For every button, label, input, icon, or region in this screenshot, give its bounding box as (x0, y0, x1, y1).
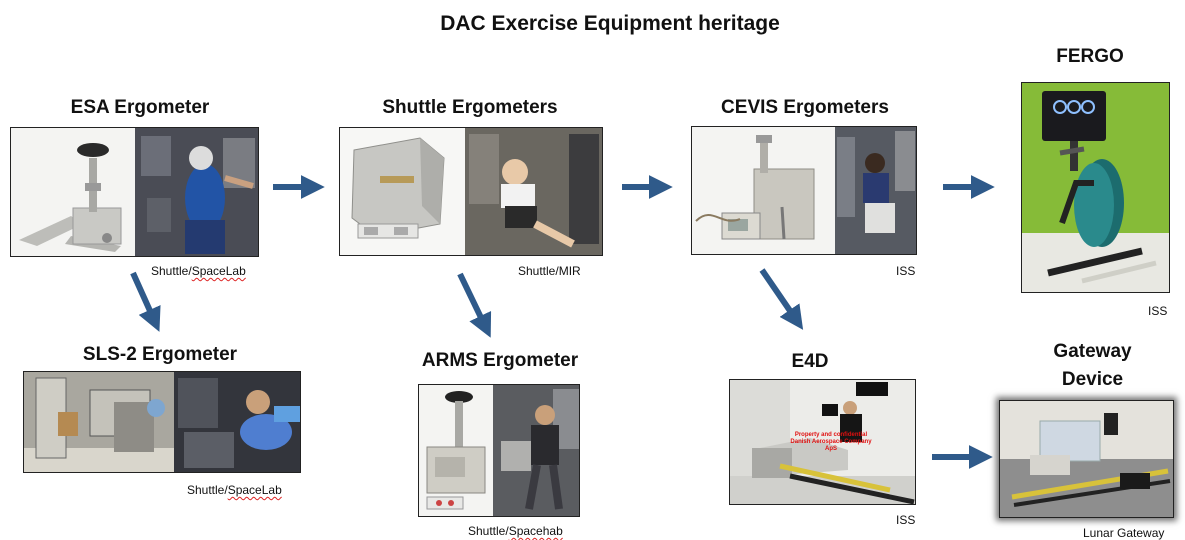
e4d-caption: ISS (896, 513, 916, 527)
gateway-photo (999, 400, 1174, 518)
shuttle-heading: Shuttle Ergometers (382, 97, 558, 118)
arrow-shuttle-to-arms (457, 272, 492, 338)
shuttle-caption: Shuttle/MIR (518, 264, 581, 278)
fergo-caption: ISS (1148, 304, 1168, 318)
cevis-photo (691, 126, 917, 255)
sls2-heading: SLS-2 Ergometer (82, 344, 238, 365)
fergo-heading: FERGO (1056, 46, 1124, 67)
gateway-heading: Gateway Device (1053, 341, 1132, 390)
sls2-caption: Shuttle/SpaceLab (187, 483, 282, 497)
page-title: DAC Exercise Equipment heritage (440, 12, 780, 35)
arrow-cevis-to-e4d (759, 268, 804, 330)
cevis-caption: ISS (896, 264, 916, 278)
gateway-caption: Lunar Gateway (1083, 526, 1165, 540)
sls2-photo (23, 371, 301, 473)
e4d-photo: Property and confidential Danish Aerospa… (729, 379, 916, 505)
e4d-heading: E4D (791, 351, 829, 372)
esa-heading: ESA Ergometer (70, 97, 210, 118)
esa-caption: Shuttle/SpaceLab (151, 264, 246, 278)
e4d-banner: Property and confidential Danish Aerospa… (790, 432, 872, 452)
cevis-heading: CEVIS Ergometers (721, 97, 889, 118)
arms-caption: Shuttle/Spacehab (468, 524, 563, 538)
arms-photo (418, 384, 580, 517)
esa-photo (10, 127, 259, 257)
shuttle-photo (339, 127, 603, 256)
fergo-photo (1021, 82, 1170, 293)
arrow-esa-to-sls2 (130, 271, 161, 332)
arms-heading: ARMS Ergometer (421, 350, 579, 371)
